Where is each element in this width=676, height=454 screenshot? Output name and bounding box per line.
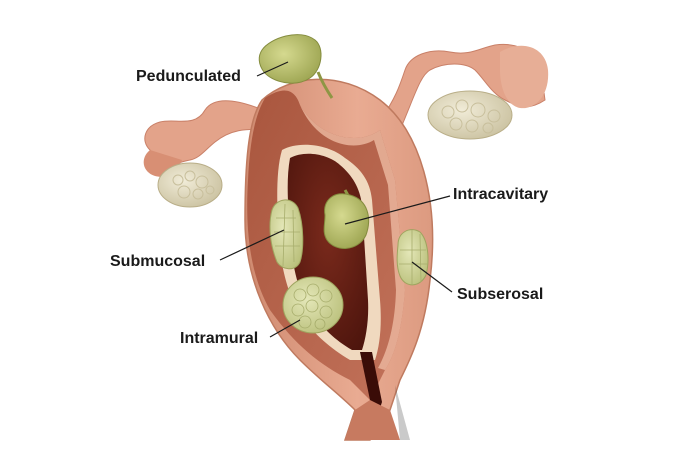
leader-intramural	[269, 319, 301, 338]
pedunculated-fibroid	[258, 34, 334, 99]
cervix-lower	[345, 400, 400, 440]
label-pedunculated: Pedunculated	[136, 68, 241, 85]
leader-intracavitary	[344, 195, 451, 225]
leader-lines	[219, 61, 453, 338]
label-intracavitary: Intracavitary	[453, 186, 549, 203]
left-ovary	[157, 162, 223, 208]
label-submucosal: Submucosal	[110, 253, 206, 270]
label-subserosal: Subserosal	[457, 286, 544, 303]
right-fallopian-tube	[379, 43, 549, 131]
right-ovary	[427, 90, 513, 140]
label-intramural: Intramural	[180, 330, 259, 347]
intramural-fibroid	[282, 276, 344, 334]
leader-pedunculated	[256, 61, 289, 77]
subserosal-fibroid	[396, 229, 429, 286]
intracavitary-fibroid	[323, 189, 370, 249]
leader-submucosal	[219, 229, 285, 261]
leader-subserosal	[411, 261, 453, 293]
